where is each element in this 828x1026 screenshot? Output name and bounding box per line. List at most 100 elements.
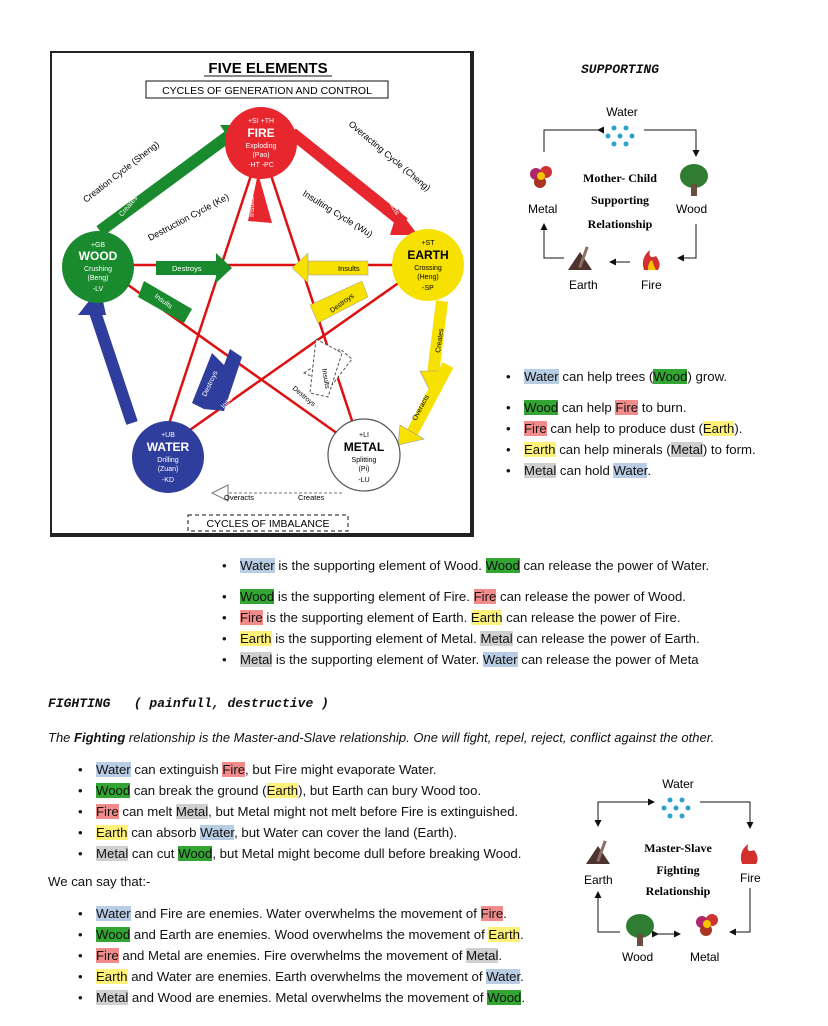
creates-arrow-fire-earth xyxy=(288,128,408,228)
list-text: is the supporting element of Metal. xyxy=(271,631,481,646)
highlight-green: Wood xyxy=(485,558,520,573)
list-text: can absorb xyxy=(127,825,201,840)
svg-text:-LU: -LU xyxy=(358,477,369,484)
list-text: can break the ground ( xyxy=(130,783,267,798)
svg-text:EARTH: EARTH xyxy=(407,248,448,262)
list-text: can melt xyxy=(118,804,176,819)
list-text: can release the power of Earth. xyxy=(512,631,700,646)
label-overacts-5: Overacts xyxy=(86,372,98,401)
sup-center-2: Supporting xyxy=(591,193,649,207)
sup-center-3: Relationship xyxy=(588,217,653,231)
svg-text:(Pi): (Pi) xyxy=(359,466,370,473)
supporting-diagram: Water Metal Wood Mother- Child Supportin… xyxy=(520,100,720,300)
list-text: . xyxy=(647,463,652,478)
highlight-blue: Water xyxy=(482,652,518,667)
fight-wood-label: Wood xyxy=(622,950,653,964)
list-text: , but Water can cover the land (Earth). xyxy=(234,825,458,840)
supporting-heading: SUPPORTING xyxy=(581,62,660,77)
list-text: ) grow. xyxy=(687,369,728,384)
list-text: can help to produce dust ( xyxy=(546,421,703,436)
highlight-gray: Metal xyxy=(96,846,129,861)
highlight-blue: Water xyxy=(96,906,131,921)
highlight-red: Fire xyxy=(96,804,119,819)
highlight-red: Fire xyxy=(524,421,547,436)
highlight-red: Fire xyxy=(240,610,263,625)
fighting-heading: FIGHTING ( painfull, destructive ) xyxy=(48,696,329,711)
svg-text:METAL: METAL xyxy=(344,440,384,454)
list-item: Fire can help to produce dust (Earth). xyxy=(506,418,756,439)
supporting-list-4: Wood is the supporting element of Fire. … xyxy=(222,586,700,670)
list-text: can cut xyxy=(128,846,179,861)
sup-metal-label: Metal xyxy=(528,202,557,216)
tree-icon xyxy=(680,164,708,196)
list-item: Metal is the supporting element of Water… xyxy=(222,649,700,670)
list-item: Water and Fire are enemies. Water overwh… xyxy=(78,903,525,924)
svg-text:Exploding: Exploding xyxy=(246,143,277,150)
svg-text:-LV: -LV xyxy=(93,286,104,293)
tree-icon-2 xyxy=(626,914,654,946)
highlight-gray: Metal xyxy=(240,652,273,667)
svg-text:(Heng): (Heng) xyxy=(417,274,438,281)
highlight-red: Fire xyxy=(96,948,119,963)
list-text: and Wood are enemies. Metal overwhelms t… xyxy=(128,990,488,1005)
flower-icon xyxy=(530,166,552,188)
list-text: is the supporting element of Water. xyxy=(272,652,483,667)
list-text: , but Fire might evaporate Water. xyxy=(245,762,437,777)
list-item: Fire and Metal are enemies. Fire overwhe… xyxy=(78,945,525,966)
svg-text:Splitting: Splitting xyxy=(352,457,377,464)
flower-icon-2 xyxy=(696,914,718,936)
list-text: can release the power of Fire. xyxy=(502,610,681,625)
sup-fire-label: Fire xyxy=(641,278,662,292)
list-text: . xyxy=(520,969,524,984)
fight-fire-label: Fire xyxy=(740,871,761,885)
fight-center-3: Relationship xyxy=(646,884,711,898)
fighting-intro: The Fighting relationship is the Master-… xyxy=(48,730,715,745)
metal-node: +LI METAL Splitting (Pi) -LU xyxy=(327,418,401,492)
highlight-blue: Water xyxy=(613,463,648,478)
svg-text:FIRE: FIRE xyxy=(247,126,274,140)
creates-arrow-wood-fire xyxy=(96,130,234,236)
highlight-yellow: Earth xyxy=(702,421,735,436)
label-insults-3: Insults xyxy=(320,368,330,390)
fight-metal-label: Metal xyxy=(690,950,719,964)
svg-text:WOOD: WOOD xyxy=(79,249,118,263)
five-elements-diagram: FIVE ELEMENTS CYCLES OF GENERATION AND C… xyxy=(50,51,474,537)
label-creates-3: Creates xyxy=(435,328,445,354)
label-overacts-4: Overacts xyxy=(224,493,254,502)
five-elements-svg: FIVE ELEMENTS CYCLES OF GENERATION AND C… xyxy=(62,60,464,532)
svg-text:+GB: +GB xyxy=(91,242,106,249)
wood-node: +GB WOOD Crushing (Beng) -LV xyxy=(62,231,134,303)
highlight-gray: Metal xyxy=(466,948,499,963)
list-item: Metal can cut Wood, but Metal might beco… xyxy=(78,843,521,864)
destroys-arrow-wood-earth xyxy=(156,261,216,275)
list-item: Metal can hold Water. xyxy=(506,460,756,481)
list-text: , but Metal might become dull before bre… xyxy=(212,846,522,861)
supporting-diagram-svg: Water Metal Wood Mother- Child Supportin… xyxy=(528,105,708,292)
list-text: can help trees ( xyxy=(558,369,654,384)
list-text: and Earth are enemies. Wood overwhelms t… xyxy=(130,927,489,942)
highlight-red: Fire xyxy=(222,762,246,777)
list-text: can extinguish xyxy=(130,762,223,777)
svg-text:+LI: +LI xyxy=(359,432,369,439)
fighting-diagram-svg: Water Master-Slave Fighting Relationship… xyxy=(584,777,761,964)
list-text: can release the power of Wood. xyxy=(496,589,686,604)
list-item: Fire is the supporting element of Earth.… xyxy=(222,607,700,628)
list-item: Earth can absorb Water, but Water can co… xyxy=(78,822,521,843)
diagram-title: FIVE ELEMENTS xyxy=(208,60,327,77)
svg-text:(Pao): (Pao) xyxy=(252,152,269,159)
creates-arrow-water-wood xyxy=(86,301,138,425)
list-item: Water can extinguish Fire, but Fire migh… xyxy=(78,759,521,780)
svg-text:Drilling: Drilling xyxy=(157,457,179,464)
list-item: Earth and Water are enemies. Earth overw… xyxy=(78,966,525,987)
list-text: . xyxy=(519,927,524,942)
list-text: and Water are enemies. Earth overwhelms … xyxy=(127,969,487,984)
svg-text:+SI +TH: +SI +TH xyxy=(248,118,274,125)
list-item: Fire can melt Metal, but Metal might not… xyxy=(78,801,521,822)
list-item: Earth is the supporting element of Metal… xyxy=(222,628,700,649)
supporting-list-3: Water is the supporting element of Wood.… xyxy=(222,555,709,576)
list-text: and Metal are enemies. Fire overwhelms t… xyxy=(118,948,467,963)
list-text: ). xyxy=(734,421,743,436)
highlight-yellow: Earth xyxy=(96,825,128,840)
list-text: . xyxy=(503,906,507,921)
highlight-yellow: Earth xyxy=(266,783,299,798)
